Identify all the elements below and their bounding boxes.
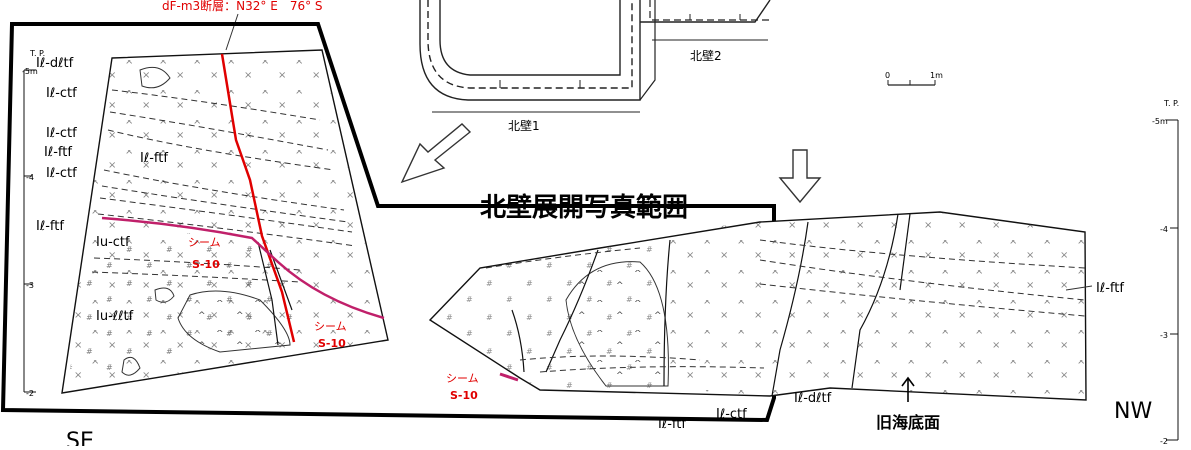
- right-section: [428, 211, 1087, 401]
- left-axis-tick-1: -4: [26, 173, 34, 182]
- unit-label: Iℓ-ctf: [716, 407, 747, 422]
- unit-label: Iℓ-ctf: [46, 166, 77, 181]
- arrow-down-icon: [778, 149, 822, 204]
- right-axis-tick-0: -5m: [1152, 117, 1168, 126]
- fault-label: dF-m3断層：N32° E 76° S: [162, 0, 323, 13]
- unit-label: Iℓ-ftf: [44, 145, 72, 160]
- left-section: [61, 49, 389, 394]
- unit-label: Iℓ-ctf: [46, 126, 77, 141]
- left-axis-tick-0: -5m: [22, 67, 38, 76]
- seam-b-name: シーム: [314, 320, 347, 333]
- scale-zero: 0: [885, 71, 890, 80]
- right-depth-axis: [1166, 119, 1179, 441]
- seam-c-name: シーム: [446, 372, 479, 385]
- unit-label: Iℓ-ftf: [36, 219, 64, 234]
- unit-label: Iℓ-dℓtf: [794, 391, 832, 406]
- fault-line: [220, 53, 296, 343]
- unit-label: Iu-ctf: [96, 235, 130, 250]
- arrow-left-icon: [400, 123, 472, 184]
- right-axis-tp: T. P.: [1163, 99, 1179, 108]
- se-direction-label: SE: [66, 429, 94, 446]
- right-axis-tick-3: -2: [1160, 437, 1168, 446]
- plan-view: [419, 0, 936, 113]
- right-axis-tick-2: -3: [1160, 331, 1168, 340]
- left-axis-tick-3: -2: [26, 389, 34, 398]
- left-depth-axis: [23, 69, 36, 393]
- unit-label: Iℓ-ftf: [658, 417, 686, 432]
- up-arrow-icon: [901, 376, 915, 402]
- seam-line-right: [499, 372, 519, 382]
- nw-direction-label: NW: [1114, 399, 1152, 424]
- right-axis-tick-1: -4: [1160, 225, 1168, 234]
- seam-b-code: S-10: [318, 337, 346, 350]
- seam-c-code: S-10: [450, 389, 478, 402]
- north-wall-2-label: 北壁2: [690, 48, 722, 63]
- unit-label: Iℓ-ctf: [46, 86, 77, 101]
- unit-label: Iℓ-ftf: [1096, 281, 1124, 296]
- unit-label: Iℓ-ftf: [140, 151, 168, 166]
- seam-a-name: シーム: [188, 236, 221, 249]
- north-wall-1-label: 北壁1: [508, 118, 540, 133]
- left-axis-tp: T. P.: [29, 49, 45, 58]
- unit-label: Iℓ-dℓtf: [36, 56, 74, 71]
- unit-label: Iu-ℓℓtf: [96, 309, 134, 324]
- photo-range-title: 北壁展開写真範囲: [480, 192, 688, 223]
- seam-a-code: S-10: [192, 258, 220, 271]
- left-axis-tick-2: -3: [26, 281, 34, 290]
- seam-line-left: [101, 216, 385, 320]
- old-seabed-label: 旧海底面: [876, 413, 940, 432]
- scale-one: 1m: [930, 71, 943, 80]
